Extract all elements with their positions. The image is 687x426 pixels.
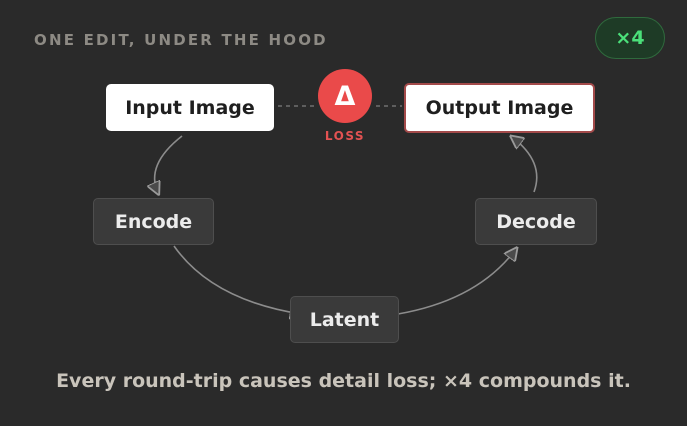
input-to-encode-arrow xyxy=(155,135,183,193)
diagram-title: ONE EDIT, UNDER THE HOOD xyxy=(34,31,328,49)
loss-label: LOSS xyxy=(324,129,366,143)
decode-to-output-arrow xyxy=(512,137,538,193)
multiplier-badge: ×4 xyxy=(595,17,665,59)
latent-to-decode-arrow xyxy=(397,249,516,315)
caption: Every round-trip causes detail loss; ×4 … xyxy=(56,370,631,392)
input-image-node: Input Image xyxy=(106,84,274,131)
decode-node: Decode xyxy=(475,198,597,245)
latent-node: Latent xyxy=(290,296,399,343)
encode-to-latent-arrow xyxy=(173,245,301,314)
loss-delta-icon: Δ xyxy=(318,69,372,123)
encode-node: Encode xyxy=(93,198,214,245)
output-image-node: Output Image xyxy=(404,83,595,133)
